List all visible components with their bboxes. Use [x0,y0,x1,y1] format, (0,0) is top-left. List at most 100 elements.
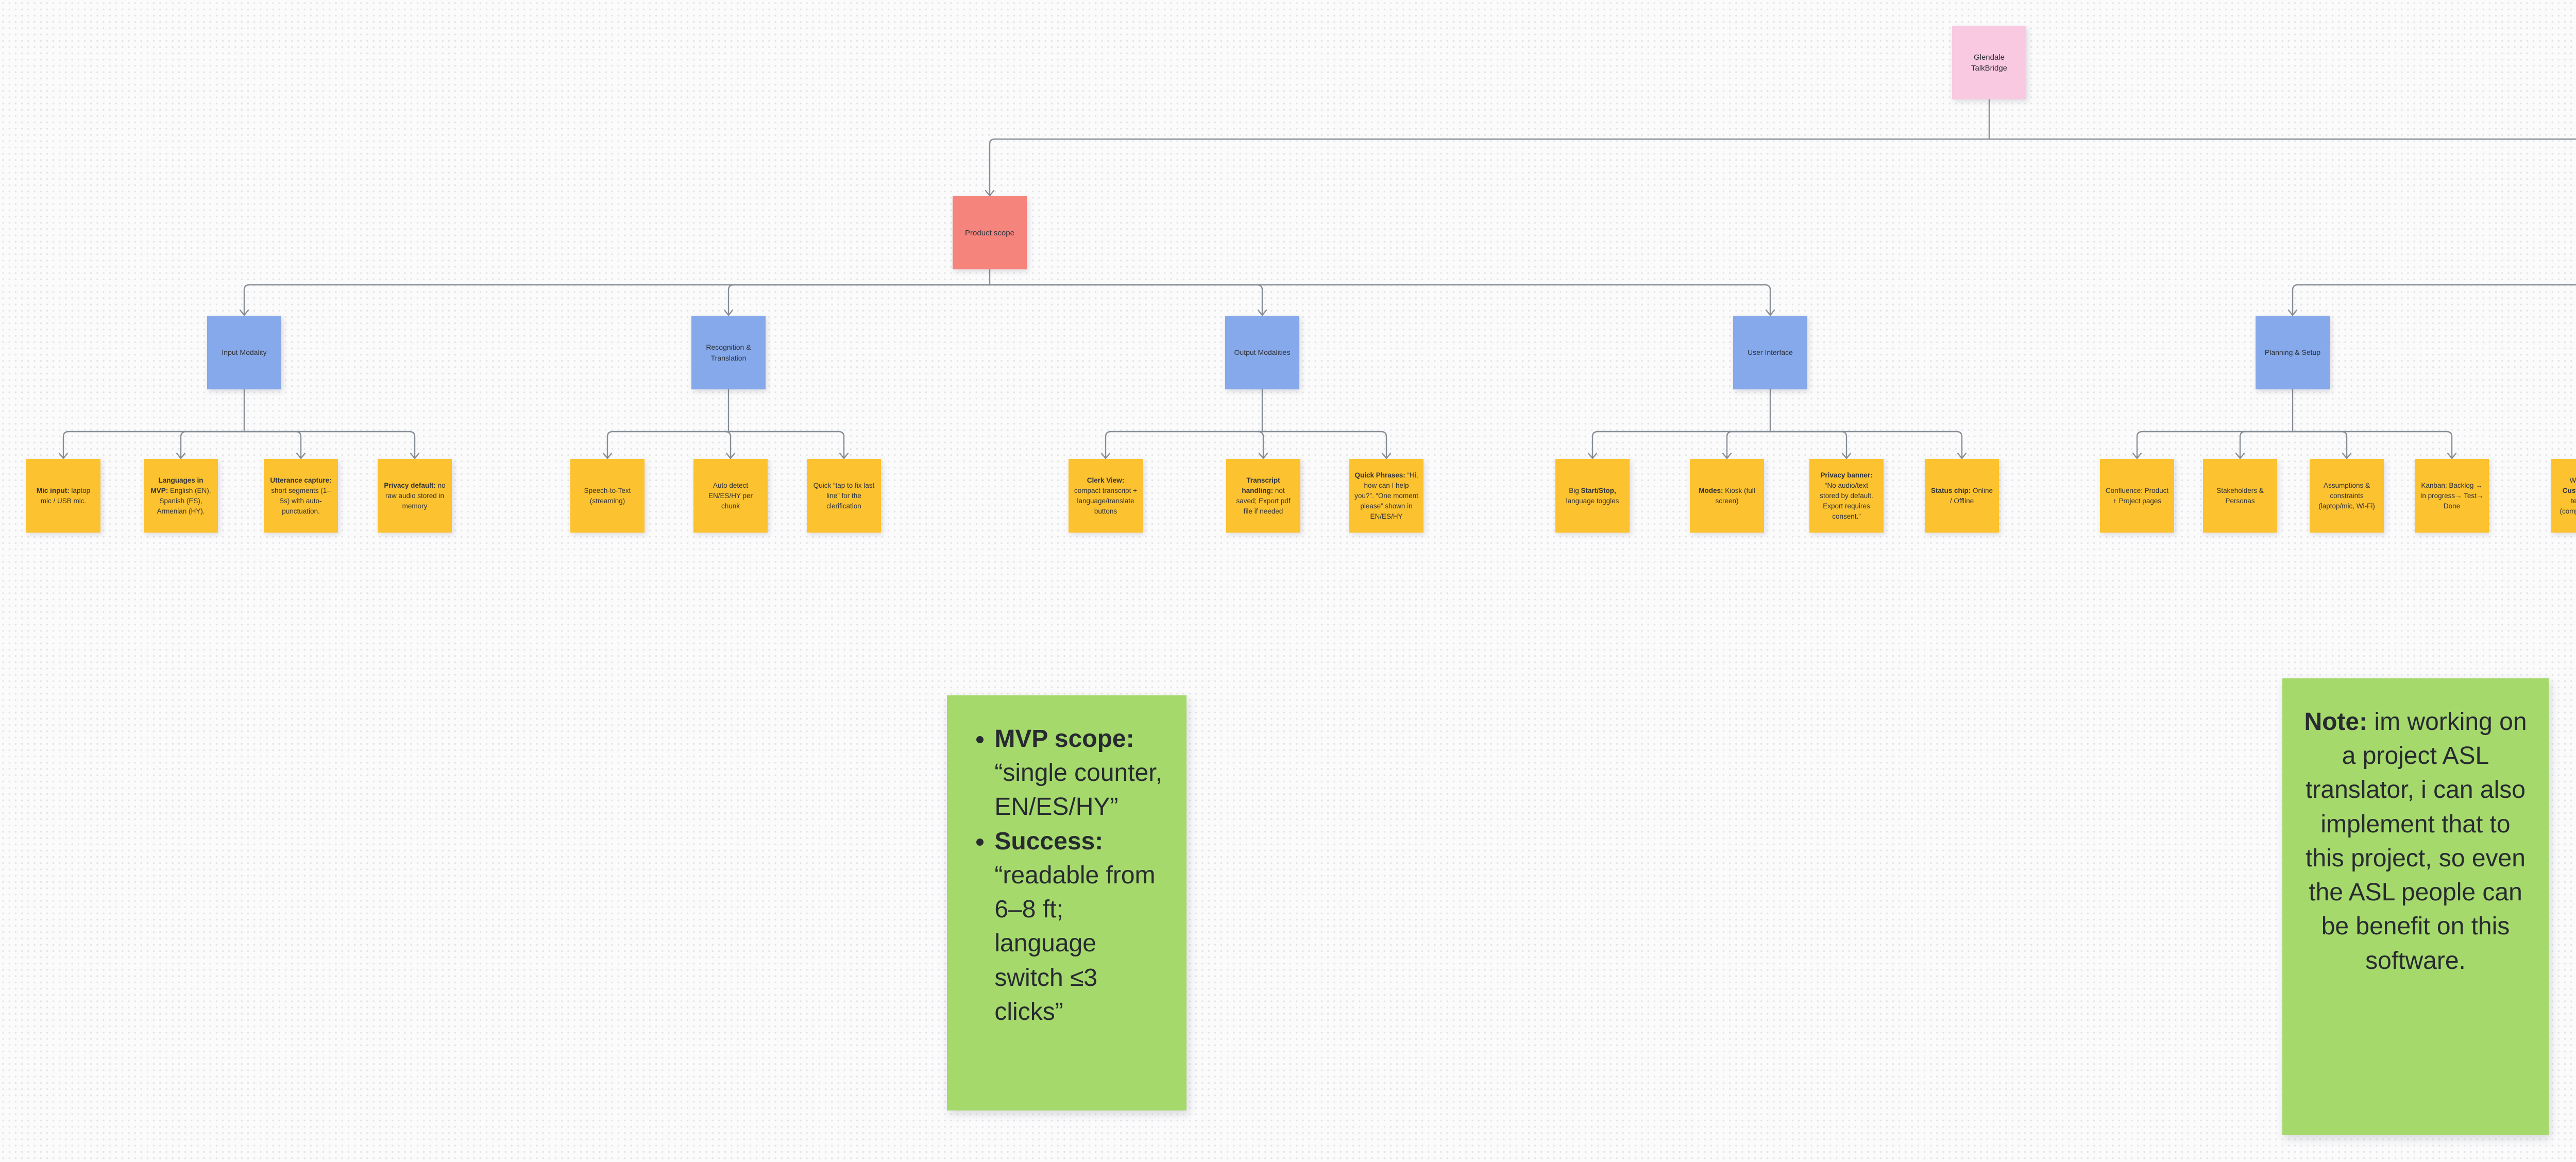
connector-line [62,431,245,459]
connector-line [180,431,245,459]
leaf-note-confluence-product-project-pages-label: Confluence: Product + Project pages [2105,486,2169,505]
branch-note-recognition-translation-label: Recognition & Translation [706,343,751,362]
connector-line [243,431,302,459]
leaf-note-auto-detect-en-es-hy-per-chunk-label: Auto detect EN/ES/HY per chunk [708,481,753,510]
arrowhead-icon [2447,452,2457,459]
branch-note-user-interface[interactable]: User Interface [1733,316,1807,389]
scope-note-product-scope-label: Product scope [965,228,1014,237]
leaf-note-privacy-default-no-raw-audio-stored-in-m-label: Privacy default: no raw audio stored in … [384,481,446,510]
connector-line [606,431,730,459]
leaf-note-clerk-view-compact-transcript-language-t-label: Clerk View: compact transcript + languag… [1074,476,1137,515]
leaf-note-privacy-banner-no-audio-text-stored-by-d[interactable]: Privacy banner: “No audio/text stored by… [1809,459,1884,533]
leaf-note-kanban-backlog-in-progress-test-done[interactable]: Kanban: Backlog → In progress→ Test→ Don… [2415,459,2489,533]
leaf-note-assumptions-constraints-laptop-mic-wi-fi-label: Assumptions & constraints (laptop/mic, W… [2318,481,2375,510]
branch-note-output-modalities[interactable]: Output Modalities [1225,316,1299,389]
sticky-note-asl-note[interactable]: Note: im working on a project ASL transl… [2282,678,2549,1135]
arrowhead-icon [296,452,306,459]
branch-note-planning-setup-label: Planning & Setup [2264,348,2321,356]
branch-note-user-interface-label: User Interface [1748,348,1793,356]
root-note-glendale-talkbridge[interactable]: Glendale TalkBridge [1952,26,2026,99]
leaf-note-mic-input-laptop-mic-usb-mic-label: Mic input: laptop mic / USB mic. [36,486,91,505]
connector-line [1769,431,1848,459]
leaf-note-auto-detect-en-es-hy-per-chunk[interactable]: Auto detect EN/ES/HY per chunk [693,459,768,533]
arrowhead-icon [1841,452,1852,459]
leaf-note-languages-in-mvp-english-en-spanish-es-a[interactable]: Languages in MVP: English (EN), Spanish … [144,459,218,533]
connector-line [1769,431,1963,459]
arrowhead-icon [839,452,849,459]
arrowhead-icon [1765,309,1775,316]
leaf-note-quick-tap-to-fix-last-line-for-the-cleri-label: Quick “tap to fix last line” for the cle… [813,481,875,510]
arrowhead-icon [176,452,186,459]
arrowhead-icon [1257,309,1267,316]
arrowhead-icon [2287,309,2298,316]
leaf-note-stakeholders-personas-label: Stakeholders & Personas [2216,486,2264,505]
connector-line [1257,431,1264,459]
leaf-note-privacy-default-no-raw-audio-stored-in-m[interactable]: Privacy default: no raw audio stored in … [378,459,452,533]
branch-note-planning-setup[interactable]: Planning & Setup [2256,316,2330,389]
leaf-note-quick-tap-to-fix-last-line-for-the-cleri[interactable]: Quick “tap to fix last line” for the cle… [807,459,881,533]
leaf-note-big-start-stop-language-toggles[interactable]: Big Start/Stop, language toggles [1555,459,1630,533]
leaf-note-speech-to-text-streaming-label: Speech-to-Text (streaming) [584,486,631,505]
scope-note-product-scope[interactable]: Product scope [953,196,1027,269]
leaf-note-privacy-banner-no-audio-text-stored-by-d-label: Privacy banner: “No audio/text stored by… [1820,471,1873,520]
leaf-note-modes-kiosk-full-screen-label: Modes: Kiosk (full screen) [1699,486,1755,505]
arrowhead-icon [1100,452,1111,459]
connector-line [727,431,845,459]
arrowhead-icon [1587,452,1598,459]
leaf-note-stakeholders-personas[interactable]: Stakeholders & Personas [2203,459,2277,533]
leaf-note-modes-kiosk-full-screen[interactable]: Modes: Kiosk (full screen) [1690,459,1764,533]
leaf-note-big-start-stop-language-toggles-label: Big Start/Stop, language toggles [1566,486,1619,505]
connector-line [989,284,1771,316]
leaf-note-wireframes-customer-giant-text-clerk-com[interactable]: Wireframes: Customer (giant text), Clerk… [2551,459,2576,533]
leaf-note-languages-in-mvp-english-en-spanish-es-a-label: Languages in MVP: English (EN), Spanish … [150,476,211,515]
leaf-note-status-chip-online-offline-label: Status chip: Online / Offline [1930,486,1993,505]
leaf-note-wireframes-customer-giant-text-clerk-com-label: Wireframes: Customer (giant text), Clerk… [2560,476,2576,515]
bullet-item: Success: “readable from 6–8 ft; language… [994,825,1165,1029]
connector-line [724,431,732,459]
leaf-note-confluence-product-project-pages[interactable]: Confluence: Product + Project pages [2100,459,2174,533]
arrowhead-icon [1381,452,1392,459]
connector-line [1726,431,1771,459]
connector-line [1988,138,2576,140]
arrowhead-icon [602,452,613,459]
leaf-note-kanban-backlog-in-progress-test-done-label: Kanban: Backlog → In progress→ Test→ Don… [2420,481,2484,510]
bullet-item: MVP scope: “single counter, EN/ES/HY” [994,722,1165,825]
arrowhead-icon [1957,452,1967,459]
branch-note-input-modality-label: Input Modality [222,348,267,356]
leaf-note-utterance-capture-short-segments-1-5s-wi[interactable]: Utterance capture: short segments (1–5s)… [264,459,338,533]
connector-line [2292,431,2348,459]
leaf-note-mic-input-laptop-mic-usb-mic[interactable]: Mic input: laptop mic / USB mic. [26,459,100,533]
connector-line [1105,431,1263,459]
connector-line [243,284,991,316]
leaf-note-transcript-handling-not-saved-export-pdf[interactable]: Transcript handling: not saved; Export p… [1226,459,1300,533]
arrowhead-icon [723,309,734,316]
sticky-note-mvp-scope[interactable]: MVP scope: “single counter, EN/ES/HY”Suc… [947,695,1187,1110]
connector-line [243,431,416,459]
arrowhead-icon [239,309,249,316]
arrowhead-icon [985,190,995,197]
arrowhead-icon [1258,452,1268,459]
sticky-note-text: Note: im working on a project ASL transl… [2304,708,2527,975]
leaf-note-speech-to-text-streaming[interactable]: Speech-to-Text (streaming) [570,459,645,533]
connector-line [2239,431,2294,459]
connector-line [1591,431,1771,459]
connector-line [2292,431,2453,459]
leaf-note-assumptions-constraints-laptop-mic-wi-fi[interactable]: Assumptions & constraints (laptop/mic, W… [2310,459,2384,533]
leaf-note-clerk-view-compact-transcript-language-t[interactable]: Clerk View: compact transcript + languag… [1069,459,1143,533]
arrowhead-icon [2132,452,2142,459]
branch-note-output-modalities-label: Output Modalities [1234,348,1291,356]
branch-note-recognition-translation[interactable]: Recognition & Translation [691,316,766,389]
arrowhead-icon [58,452,69,459]
leaf-note-status-chip-online-offline[interactable]: Status chip: Online / Offline [1925,459,1999,533]
leaf-note-transcript-handling-not-saved-export-pdf-label: Transcript handling: not saved; Export p… [1236,476,1291,515]
connector-line [2292,284,2576,316]
arrowhead-icon [2235,452,2245,459]
connector-line [2136,431,2294,459]
leaf-note-quick-phrases-hi-how-can-i-help-you-one-[interactable]: Quick Phrases: “Hi, how can I help you?”… [1349,459,1423,533]
leaf-note-quick-phrases-hi-how-can-i-help-you-one--label: Quick Phrases: “Hi, how can I help you?”… [1354,471,1418,520]
branch-note-input-modality[interactable]: Input Modality [207,316,281,389]
root-note-glendale-talkbridge-label: Glendale TalkBridge [1971,53,2008,73]
connector-line [727,284,991,316]
